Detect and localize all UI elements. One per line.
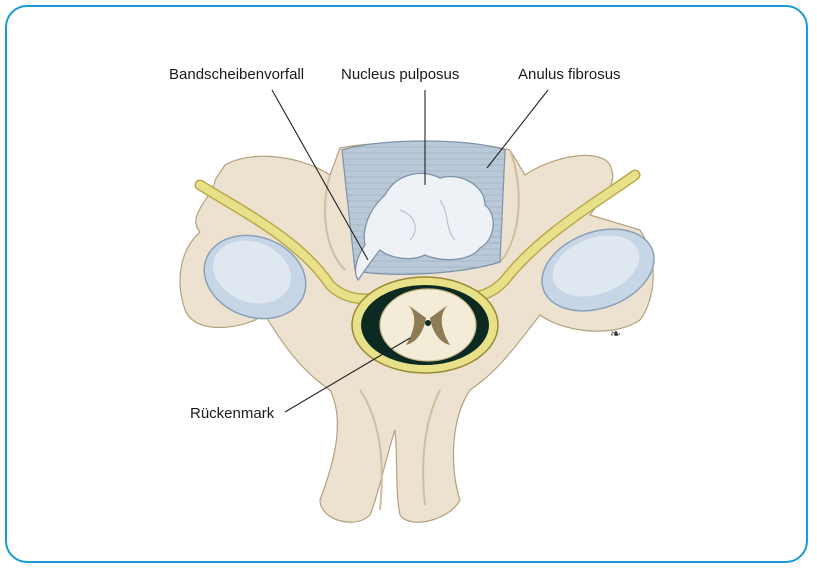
label-nucleus-pulposus: Nucleus pulposus: [341, 66, 459, 84]
label-spinal-cord: Rückenmark: [190, 405, 274, 423]
leader-line-annulus: [487, 90, 548, 168]
label-annulus-fibrosus: Anulus fibrosus: [518, 66, 621, 84]
label-disc-herniation: Bandscheibenvorfall: [169, 66, 304, 84]
artist-signature: ❧: [610, 327, 621, 342]
spinal-cord: [380, 289, 476, 361]
